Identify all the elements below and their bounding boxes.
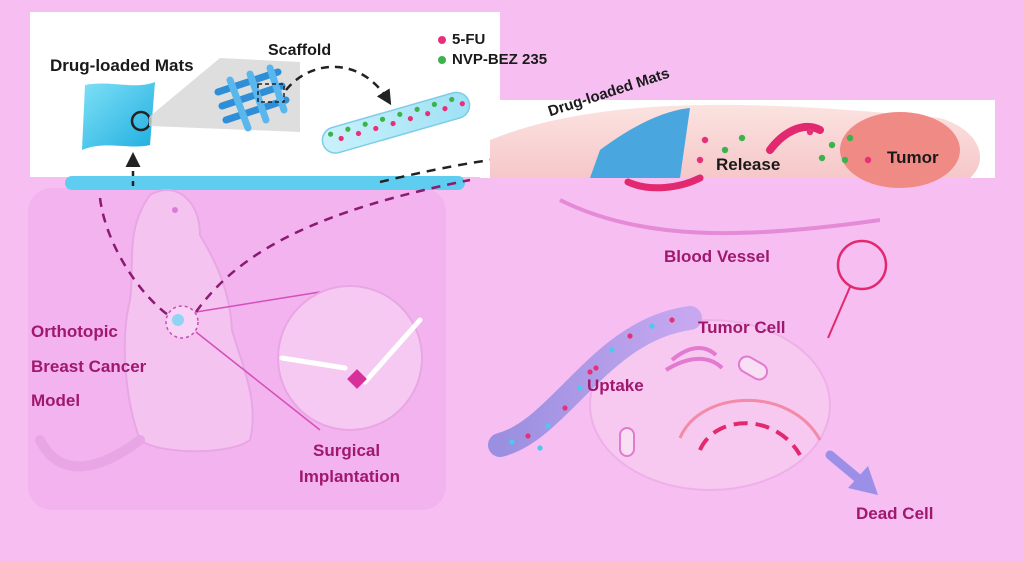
vessel-drug-dot (587, 369, 593, 375)
dashed-arc-to-top (98, 197, 169, 316)
fiber-drug-dot (449, 96, 455, 103)
fiber-drug-dot (442, 106, 448, 112)
fiber-drug-dot (379, 116, 386, 122)
model-label: Model (31, 391, 81, 410)
blood-vessel-strip (488, 306, 702, 457)
breast-cancer-label: Breast Cancer (31, 357, 147, 376)
fiber-drug-dot (362, 121, 368, 127)
nucleus-arc-inner (698, 421, 802, 457)
surgical-implant (347, 369, 367, 389)
mouse-tail (35, 435, 145, 472)
surgical-label: Surgical (313, 441, 381, 460)
fiber-drug-dot (373, 125, 379, 132)
fiber-drug-dot (390, 120, 396, 127)
mitochondrion-1 (737, 355, 769, 381)
cell-zoom-circle (836, 239, 888, 291)
fiber-drug-dot (414, 106, 420, 112)
drug-fiber (321, 91, 471, 154)
tissue-drug-dot (864, 156, 872, 164)
legend-item-nvp-bez: NVP-BEZ 235 (438, 51, 547, 68)
surgical-tool-right (362, 317, 423, 385)
legend-swatch-5fu (438, 35, 446, 44)
vessel-drug-dot (509, 439, 515, 445)
blood-vessel-label: Blood Vessel (664, 247, 770, 266)
tissue-drug-dot (841, 156, 849, 164)
vessel-drug-dot (525, 433, 531, 439)
scaffold-label: Scaffold (268, 42, 332, 59)
vessel-drug-dot (593, 365, 599, 371)
implantation-label: Implantation (299, 467, 401, 486)
fiber-drug-dot (431, 101, 438, 108)
legend-swatch-nvp-bez (438, 55, 446, 64)
tissue-drug-dot (701, 136, 709, 144)
legend-label-nvp-bez: NVP-BEZ 235 (452, 51, 548, 68)
orthotopic-label: Orthotopic (31, 322, 118, 341)
dead-cell-label: Dead Cell (856, 504, 934, 523)
fiber-drug-dot (425, 111, 431, 117)
fiber-drug-dot (397, 111, 403, 117)
nucleus-arc-outer (678, 398, 822, 441)
fiber-drug-dot (327, 131, 334, 137)
tissue-drug-dot (806, 128, 814, 136)
release-arrow (766, 122, 824, 154)
mouse-eye (172, 207, 178, 213)
tissue-drug-dot (828, 141, 836, 149)
vessel-drug-dot (669, 317, 675, 323)
tissue-drug-dot (721, 146, 729, 154)
cell-membrane-arc-1 (670, 346, 718, 362)
zoom-line-upper (195, 291, 321, 313)
vessel-drug-particles (509, 317, 675, 451)
fiber-drug-dot (459, 101, 465, 107)
tumor-cell-label: Tumor Cell (698, 318, 786, 337)
tumor-mass (840, 112, 960, 188)
mitochondrion-2 (619, 427, 635, 457)
tissue-drug-particles (696, 128, 872, 164)
fiber-drug-dot (355, 130, 362, 137)
cell-zoom-line (827, 286, 851, 339)
cell-membrane-arc-2 (664, 356, 724, 372)
scaffold-mesh (214, 64, 290, 132)
tissue-drug-dot (696, 156, 704, 164)
fiber-drug-dot (407, 115, 413, 122)
implant-site-dot (172, 314, 184, 326)
tumor-cell (589, 319, 831, 491)
dashed-arrow-to-fiber (285, 65, 392, 106)
tissue-drug-dot (846, 134, 854, 142)
vessel-drug-dot (627, 333, 633, 339)
tumor-label: Tumor (887, 148, 939, 167)
vessel-drug-dot (577, 385, 583, 391)
fiber-drug-dot (338, 135, 344, 142)
uptake-label: Uptake (587, 376, 644, 395)
vessel-drug-dot (562, 405, 568, 411)
dead-cell-arrowhead (848, 466, 878, 495)
vessel-drug-dot (609, 347, 615, 353)
drug-loaded-mats-label: Drug-loaded Mats (50, 56, 194, 75)
drug-loaded-mat (82, 82, 155, 150)
surgical-zoom-circle (277, 285, 423, 431)
fiber-drug-dot (345, 126, 351, 132)
vessel-drug-dot (649, 323, 655, 329)
legend-label-5fu: 5-FU (452, 31, 486, 48)
vessel-drug-dot (537, 445, 543, 451)
legend-item-5fu: 5-FU (438, 31, 485, 48)
tissue-drug-dot (818, 154, 826, 162)
release-arrow-lower (624, 174, 704, 192)
surgical-tool-left (279, 355, 348, 371)
blue-banner (65, 176, 465, 190)
zoom-line-lower (195, 331, 321, 431)
tissue-mat (590, 108, 690, 178)
vessel-curve (559, 198, 881, 236)
release-label: Release (716, 155, 781, 174)
dead-cell-arrow (825, 450, 865, 485)
vessel-drug-dot (545, 423, 551, 429)
tissue-drug-dot (738, 134, 746, 142)
